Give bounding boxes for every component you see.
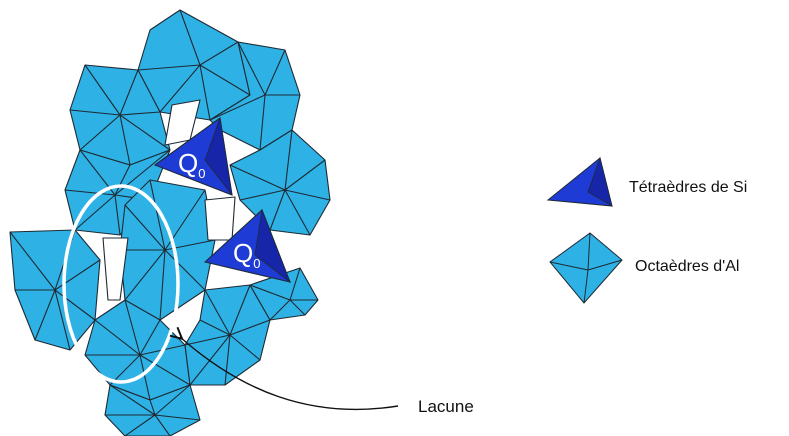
legend-item-tetrahedron: Tétraèdres de Si [548,158,747,206]
octahedra-cluster [10,10,330,436]
octahedron [230,130,330,235]
legend-label-tetrahedron: Tétraèdres de Si [629,179,747,196]
interstice-gap [205,197,235,240]
legend-label-octahedron: Octaèdres d'Al [635,258,739,275]
octahedron [185,285,270,385]
lacune-label: Lacune [418,397,474,416]
tetrahedron-icon [548,158,612,206]
legend-item-octahedron: Octaèdres d'Al [550,233,739,303]
octahedron [10,230,100,350]
octahedron [120,180,215,320]
octahedron-icon [550,233,622,303]
legend: Tétraèdres de Si Octaèdres d'Al [548,158,747,303]
